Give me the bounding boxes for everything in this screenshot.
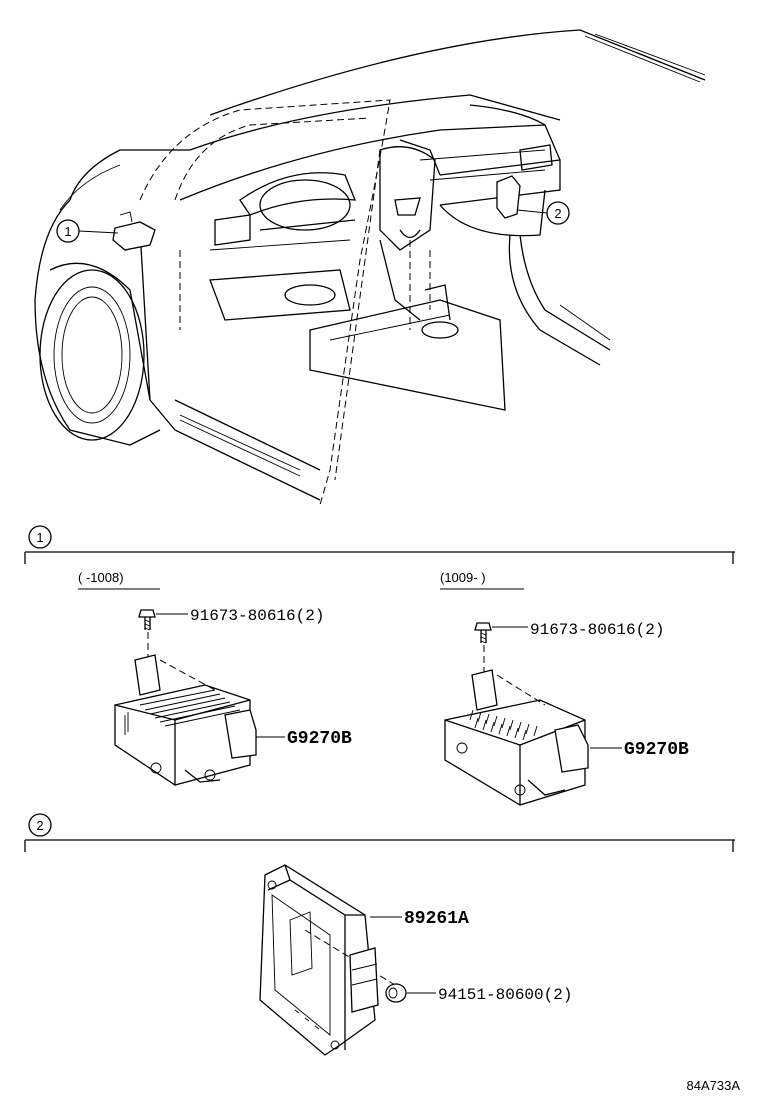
- right-bolt: [474, 622, 492, 644]
- left-range-label: ( -1008): [78, 570, 124, 585]
- section-1-marker: 1: [36, 530, 43, 545]
- right-range-label: (1009- ): [440, 570, 486, 585]
- left-bolt: [138, 609, 156, 631]
- left-module: [114, 654, 257, 786]
- svg-text:1: 1: [64, 224, 71, 239]
- right-bolt-part-number: 91673-80616(2): [530, 621, 664, 639]
- section-2: 2 89261A 94151-80600(2): [24, 813, 735, 1056]
- right-module-part-number: G9270B: [624, 740, 689, 760]
- callout-2: 2: [516, 201, 570, 225]
- car-interior-illustration: [34, 29, 706, 506]
- section-2-marker: 2: [36, 818, 43, 833]
- ecu-part-number: 89261A: [404, 909, 469, 929]
- figure-code: 84A733A: [687, 1078, 741, 1093]
- left-bolt-part-number: 91673-80616(2): [190, 607, 324, 625]
- section-1: 1 ( -1008) 91673-80616(2): [24, 525, 735, 806]
- svg-text:2: 2: [554, 206, 561, 221]
- nut-part-number: 94151-80600(2): [438, 986, 572, 1004]
- left-module-part-number: G9270B: [287, 729, 352, 749]
- engine-ecu: [259, 864, 396, 1056]
- nut: [385, 983, 407, 1003]
- right-module: [444, 669, 589, 806]
- callout-1: 1: [56, 219, 119, 243]
